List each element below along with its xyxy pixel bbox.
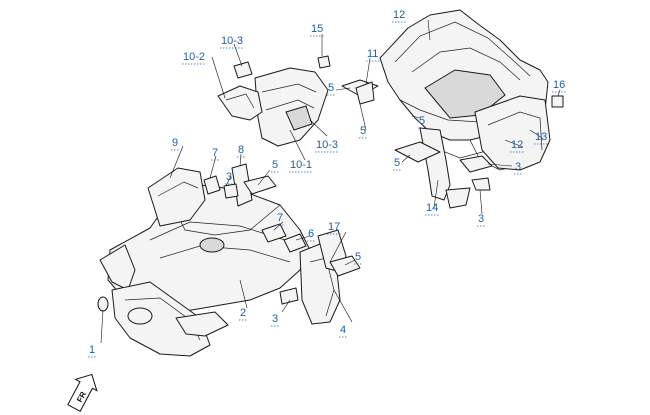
- label-1: 1: [89, 344, 95, 356]
- label-9: 9: [172, 137, 178, 149]
- front-trim-part-7[interactable]: [203, 175, 287, 243]
- label-3: 3: [272, 313, 278, 325]
- rear-small-part-11[interactable]: [355, 81, 375, 105]
- label-2: 2: [240, 307, 246, 319]
- label-17: 17: [328, 221, 340, 233]
- label-16: 16: [553, 79, 565, 91]
- front-nose-part-1[interactable]: [97, 244, 229, 357]
- label-7: 7: [212, 147, 218, 159]
- label-13: 13: [535, 131, 547, 143]
- label-10-3: 10-3: [316, 139, 338, 151]
- label-3: 3: [515, 161, 521, 173]
- label-5: 5: [328, 82, 334, 94]
- label-10-3: 10-3: [221, 35, 243, 47]
- reflector-part-16[interactable]: [551, 95, 564, 108]
- front-fasteners-part-3[interactable]: [223, 183, 299, 305]
- center-cover-part-10-1[interactable]: [254, 67, 329, 147]
- label-5: 5: [419, 115, 425, 127]
- label-10-1: 10-1: [290, 159, 312, 171]
- label-5: 5: [394, 157, 400, 169]
- label-12: 12: [511, 139, 523, 151]
- label-12: 12: [393, 9, 405, 21]
- label-6: 6: [308, 228, 314, 240]
- side-trim-part-10-2[interactable]: [217, 85, 263, 121]
- label-5: 5: [355, 251, 361, 263]
- label-7: 7: [277, 212, 283, 224]
- label-14: 14: [426, 202, 438, 214]
- label-10-2: 10-2: [183, 51, 205, 63]
- label-5: 5: [360, 125, 366, 137]
- front-direction-arrow-icon: FR: [67, 373, 98, 412]
- label-4: 4: [340, 324, 346, 336]
- label-11: 11: [367, 48, 378, 60]
- clip-part-15[interactable]: [317, 55, 331, 69]
- rear-side-panel-part-13[interactable]: [474, 95, 551, 171]
- trim-part-10-3[interactable]: [233, 61, 253, 79]
- label-8: 8: [238, 144, 244, 156]
- label-15: 15: [311, 23, 323, 35]
- front-panel-part-9[interactable]: [147, 167, 206, 227]
- label-3: 3: [478, 213, 484, 225]
- label-3: 3: [226, 171, 232, 183]
- part-labels: 1 2 3 3 4 5 5 6 7 7 8 9 10-1 10-2 10-3 1…: [88, 9, 567, 358]
- label-5: 5: [272, 159, 278, 171]
- leader-lines: [100, 19, 561, 344]
- rear-fasteners-part-5[interactable]: [341, 79, 493, 191]
